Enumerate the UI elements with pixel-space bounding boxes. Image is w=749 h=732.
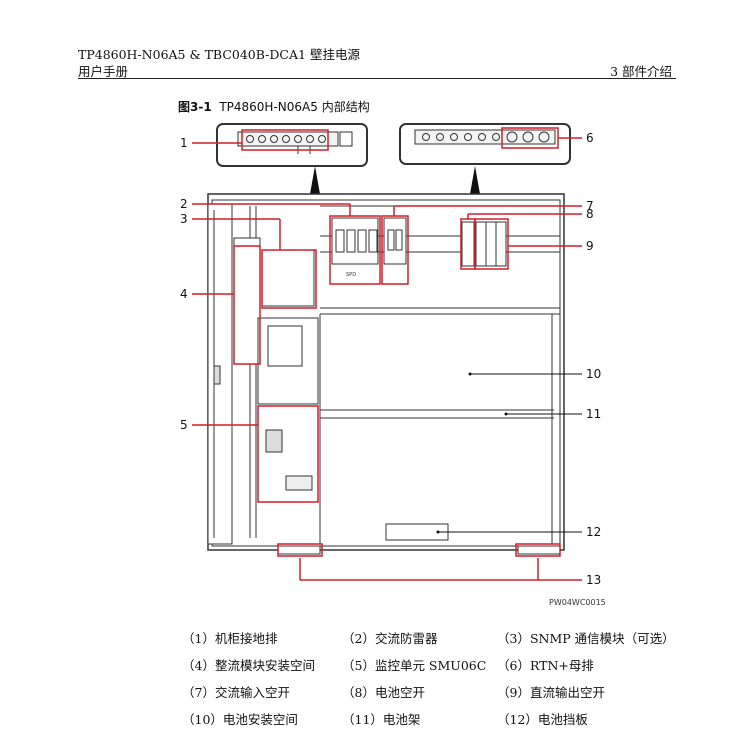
callout-5: 5 [180,418,188,432]
legend-row: （10）电池安装空间 （11）电池架 （12）电池挡板 [182,705,702,732]
callout-7: 7 [586,199,594,213]
figure-caption: 图3-1 TP4860H-N06A5 内部结构 [178,98,370,115]
legend-item: （12）电池挡板 [497,712,588,727]
callout-8: 8 [586,207,594,221]
page-header: TP4860H-N06A5 & TBC040B-DCA1 壁挂电源 用户手册 3… [78,46,676,80]
legend-item: （6）RTN+母排 [497,658,594,673]
highlight-foot-right [515,543,561,557]
figure-number: 图3-1 [178,100,212,114]
highlight-foot-left [277,543,323,557]
spd-label: SPD [346,272,356,278]
highlight-dc-output [474,218,509,270]
figure-title: TP4860H-N06A5 内部结构 [219,100,370,114]
callout-13: 13 [586,573,601,587]
highlight-rectifier [233,245,261,365]
header-rule [78,78,676,79]
figure-code: PW04WC0015 [549,598,606,607]
legend-item: （2）交流防雷器 [342,631,438,646]
legend-item: （8）电池空开 [342,685,425,700]
rtn-bar-graphic [414,129,556,145]
document-subtitle: 用户手册 [78,64,129,79]
battery-breaker [461,221,475,267]
highlight-ac-input [381,215,409,285]
dc-output-breakers [475,221,507,267]
callout-2: 2 [180,197,188,211]
grounding-bar-graphic [237,131,353,154]
legend-row: （1）机柜接地排 （2）交流防雷器 （3）SNMP 通信模块（可选） [182,624,702,651]
legend-item: （9）直流输出空开 [497,685,605,700]
legend-item: （4）整流模块安装空间 [182,658,315,673]
document-title: TP4860H-N06A5 & TBC040B-DCA1 壁挂电源 [78,47,360,62]
legend-row: （4）整流模块安装空间 （5）监控单元 SMU06C （6）RTN+母排 [182,651,702,678]
highlight-snmp [261,249,317,309]
chapter-label: 3 部件介绍 [610,64,672,79]
figure-legend: （1）机柜接地排 （2）交流防雷器 （3）SNMP 通信模块（可选） （4）整流… [182,624,702,732]
legend-item: （5）监控单元 SMU06C [342,658,487,673]
legend-item: （7）交流输入空开 [182,685,290,700]
callout-12: 12 [586,525,601,539]
highlight-spd [329,215,381,285]
callout-10: 10 [586,367,601,381]
highlight-grounding-bar [241,129,329,151]
legend-item: （11）电池架 [342,712,421,727]
callout-1: 1 [180,136,188,150]
ac-input-breaker [383,217,407,265]
callout-4: 4 [180,287,188,301]
callout-3: 3 [180,212,188,226]
legend-item: （10）电池安装空间 [182,712,298,727]
callout-9: 9 [586,239,594,253]
highlight-smu [257,405,319,503]
cabinet-diagram: 1 2 3 4 5 6 7 8 9 10 11 12 13 SPD [180,123,601,587]
callout-6: 6 [586,131,594,145]
legend-item: （3）SNMP 通信模块（可选） [497,631,675,646]
legend-row: （7）交流输入空开 （8）电池空开 （9）直流输出空开 [182,678,702,705]
legend-item: （1）机柜接地排 [182,631,278,646]
callout-11: 11 [586,407,601,421]
